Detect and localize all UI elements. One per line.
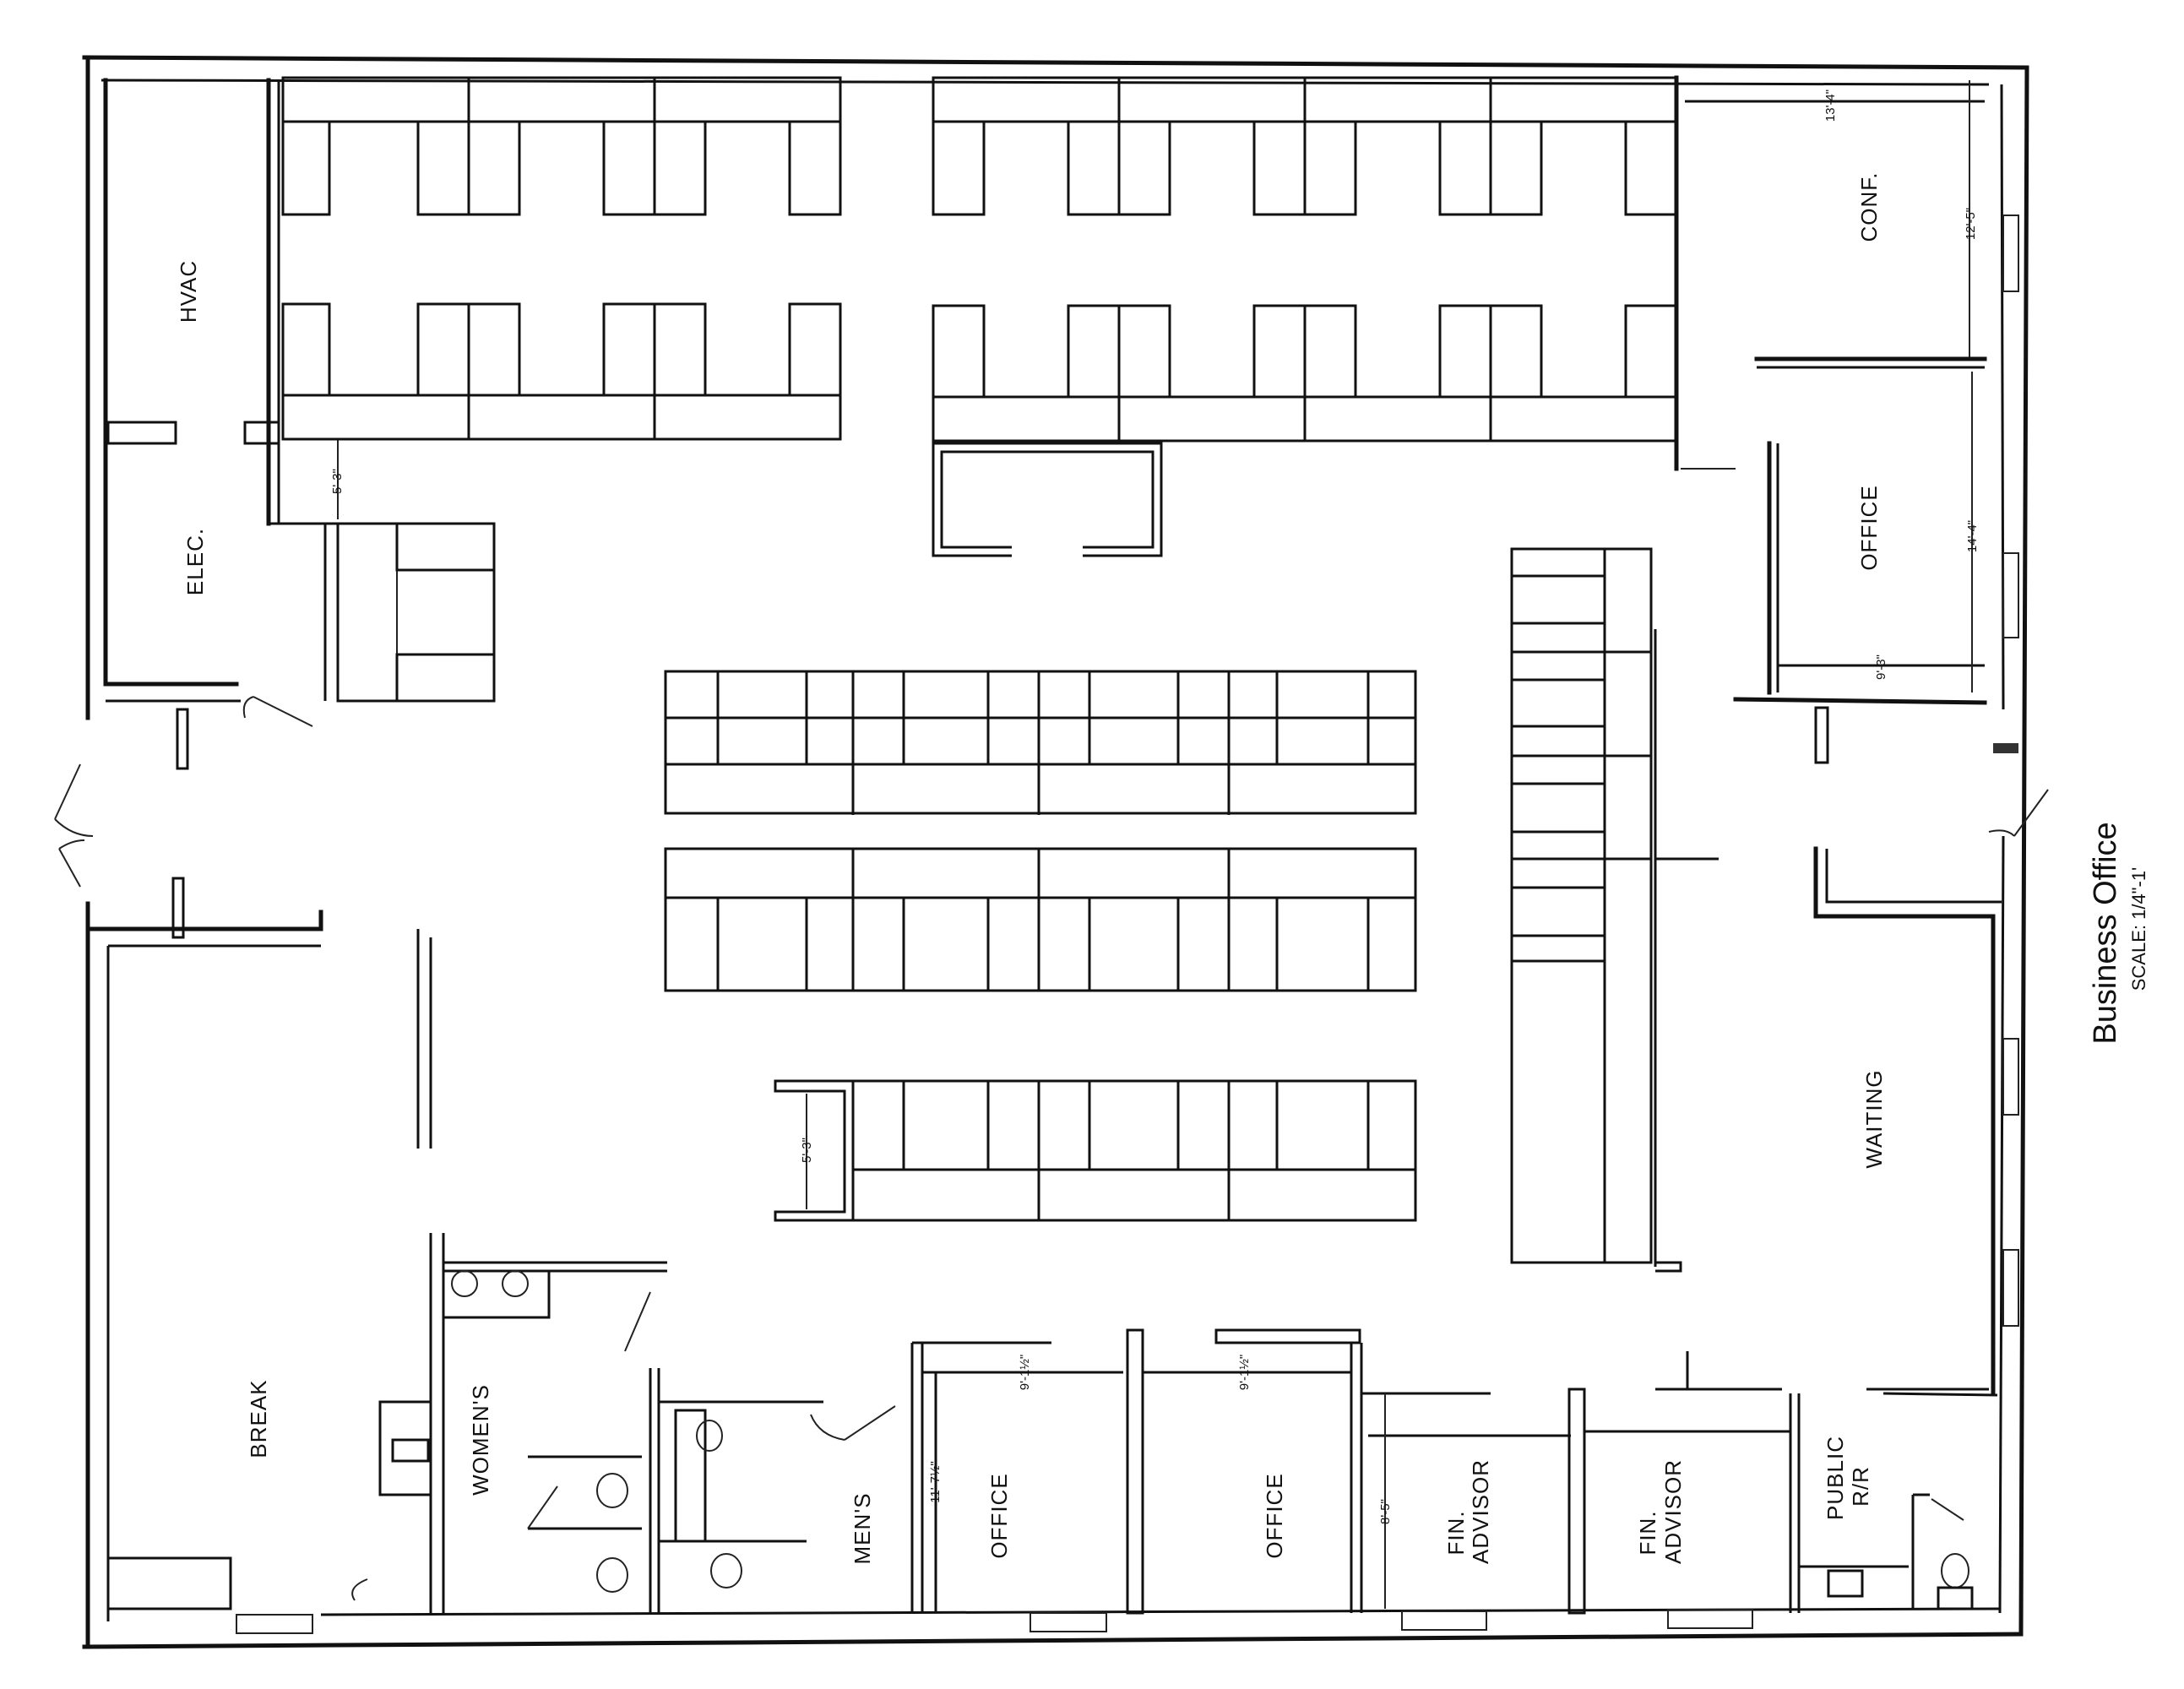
label-elec: ELEC.	[182, 528, 208, 595]
break-room	[106, 1233, 445, 1613]
label-public-rr-b: R/R	[1848, 1466, 1873, 1507]
dim-office-1-depth: 11'-7½"	[928, 1461, 943, 1503]
elec-cubicle	[323, 439, 496, 703]
conf-office-rooms	[1674, 75, 1987, 764]
right-entry-door	[1988, 743, 2049, 837]
label-mens: MEN'S	[850, 1492, 875, 1564]
public-restroom	[1799, 1388, 1989, 1610]
workstations-center	[664, 670, 1417, 1222]
exterior-walls	[82, 55, 2029, 1649]
room-labels: HVAC ELEC. CONF. OFFICE WAITING BREAK WO…	[176, 172, 1887, 1565]
label-womens: WOMEN'S	[468, 1384, 493, 1496]
label-fin-advisor-1a: FIN.	[1443, 1510, 1469, 1555]
womens-restroom	[442, 1261, 667, 1613]
label-office-right: OFFICE	[1856, 485, 1882, 570]
label-waiting: WAITING	[1861, 1069, 1887, 1168]
dim-center-cubicle: 5'-3"	[800, 1138, 814, 1163]
drawing-title: Business Office	[2088, 822, 2123, 1044]
label-fin-advisor-2a: FIN.	[1635, 1510, 1660, 1555]
dim-office-right-depth: 14'-4"	[1965, 520, 1980, 552]
dim-office-right-width: 9'-3"	[1874, 654, 1888, 680]
dim-elec-cubicle: 5'-3"	[330, 469, 345, 494]
dim-conf-depth: 12'-5"	[1964, 208, 1978, 240]
hvac-elec-rooms	[103, 78, 346, 939]
workstations-top-left	[281, 76, 842, 441]
dim-conf-width: 13'-4"	[1823, 90, 1838, 122]
mens-restroom	[659, 1341, 1051, 1613]
label-office-1: OFFICE	[986, 1473, 1012, 1558]
label-fin-advisor-1b: ADVISOR	[1468, 1459, 1493, 1564]
label-conf: CONF.	[1856, 172, 1882, 242]
workstations-top-right	[932, 76, 1678, 443]
waiting-area	[1813, 846, 2002, 1397]
label-hvac: HVAC	[176, 260, 201, 323]
dimension-labels: 13'-4" 12'-5" 14'-4" 9'-3" 5'-3" 5'-3" 9…	[330, 90, 1980, 1524]
title-block: Business Office SCALE: 1/4"-1'	[2088, 822, 2149, 1044]
dim-fin-advisor-depth: 8'-5"	[1378, 1499, 1393, 1524]
bottom-offices	[922, 1328, 1801, 1615]
storage-enclosure	[932, 442, 1163, 557]
label-fin-advisor-2b: ADVISOR	[1660, 1459, 1686, 1564]
label-office-2: OFFICE	[1262, 1473, 1287, 1558]
dim-office-1-width: 9'-1½"	[1018, 1355, 1032, 1390]
dim-office-2-width: 9'-1½"	[1237, 1355, 1252, 1390]
label-break: BREAK	[246, 1379, 271, 1458]
label-public-rr-a: PUBLIC	[1823, 1436, 1848, 1520]
drawing-scale: SCALE: 1/4"-1'	[2128, 867, 2149, 991]
workstations-spine	[1510, 547, 1719, 1273]
corridor-walls	[54, 763, 432, 1621]
